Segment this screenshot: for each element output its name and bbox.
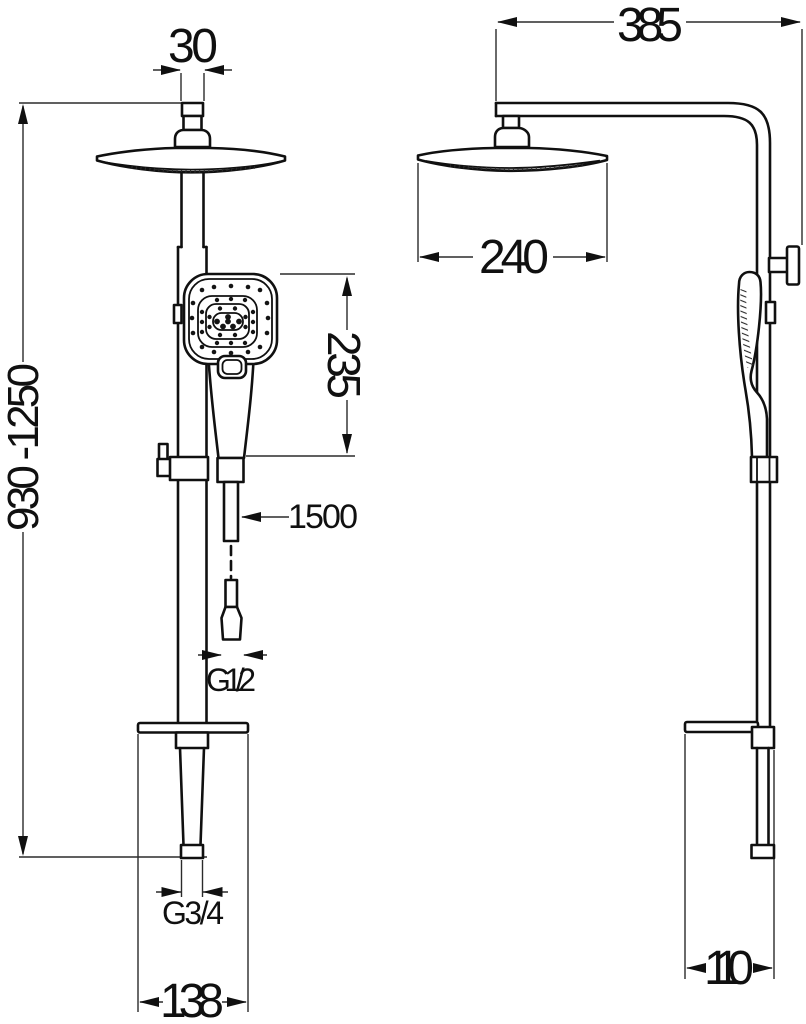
rail-hook-tab-front bbox=[172, 303, 183, 325]
dim-label-hose-thread: G1/2 bbox=[206, 662, 256, 698]
dim-hose-thread: G1/2 bbox=[198, 650, 267, 698]
mounting-shelf-side bbox=[683, 720, 776, 750]
dim-label-side-span: 110 bbox=[704, 942, 754, 995]
mode-button bbox=[216, 354, 248, 380]
dim-label-column-thread: G3/4 bbox=[162, 895, 224, 931]
dim-hand-shower-height: 235 bbox=[246, 273, 370, 457]
dim-label-head-diameter: 240 bbox=[479, 231, 549, 284]
dim-label-arm-reach: 385 bbox=[617, 0, 683, 52]
lower-column-front bbox=[178, 746, 206, 860]
hose-cone-fitting bbox=[220, 605, 243, 641]
hand-shower-side bbox=[736, 270, 769, 459]
shower-hose bbox=[220, 480, 243, 641]
dim-stem-width: 30 bbox=[153, 20, 232, 101]
rail-hook-tab-side bbox=[764, 300, 777, 325]
wall-bracket-plate bbox=[785, 245, 801, 286]
rain-head-stem-front bbox=[173, 101, 212, 149]
hand-shower-holder-side bbox=[749, 455, 779, 484]
dim-label-stem-width: 30 bbox=[168, 20, 218, 73]
dim-side-span: 110 bbox=[684, 734, 775, 995]
slider-clamp bbox=[156, 442, 210, 482]
column-thread-fitting-front bbox=[179, 843, 205, 860]
dim-arm-reach: 385 bbox=[495, 0, 803, 245]
rain-shower-head-side bbox=[416, 146, 609, 173]
clamp-body bbox=[168, 455, 210, 482]
lower-column-side bbox=[750, 746, 776, 860]
rain-head-stem-side bbox=[493, 114, 531, 149]
mounting-shelf-front bbox=[136, 721, 250, 750]
wall-bracket bbox=[767, 245, 801, 286]
dim-column-thread: G3/4 bbox=[156, 860, 228, 931]
hose-nut bbox=[224, 578, 239, 609]
front-view: 930 -1250 30 235 1500 bbox=[0, 20, 370, 1024]
spray-face-hatch-side bbox=[450, 163, 586, 171]
hand-shower-face-hatch bbox=[740, 289, 754, 368]
hand-shower-holder-front bbox=[216, 456, 245, 484]
shelf-connector-block-side bbox=[750, 725, 776, 750]
rain-shower-head-front bbox=[95, 146, 287, 174]
dim-hose-length: 1500 bbox=[241, 498, 358, 536]
dim-label-height-range: 930 -1250 bbox=[0, 363, 48, 531]
clamp-lever bbox=[157, 442, 169, 462]
spray-nozzle-dots bbox=[189, 283, 271, 356]
column-thread-fitting-side bbox=[750, 843, 776, 860]
hose-upper-segment bbox=[222, 480, 240, 543]
dim-height-range: 930 -1250 bbox=[0, 102, 207, 858]
shower-arm-side bbox=[494, 101, 772, 729]
dim-label-hose-length: 1500 bbox=[288, 498, 358, 536]
dim-head-diameter: 240 bbox=[417, 163, 608, 284]
dim-base-span: 138 bbox=[137, 734, 249, 1024]
shower-rail-front bbox=[172, 171, 208, 725]
side-view: 385 240 110 bbox=[416, 0, 803, 995]
spray-face-hatch-front bbox=[130, 165, 255, 173]
dim-label-base-span: 138 bbox=[160, 975, 224, 1024]
shelf-connector-block-front bbox=[174, 731, 210, 750]
dim-label-hand-shower-height: 235 bbox=[318, 331, 370, 399]
hand-shower-front bbox=[182, 272, 279, 460]
